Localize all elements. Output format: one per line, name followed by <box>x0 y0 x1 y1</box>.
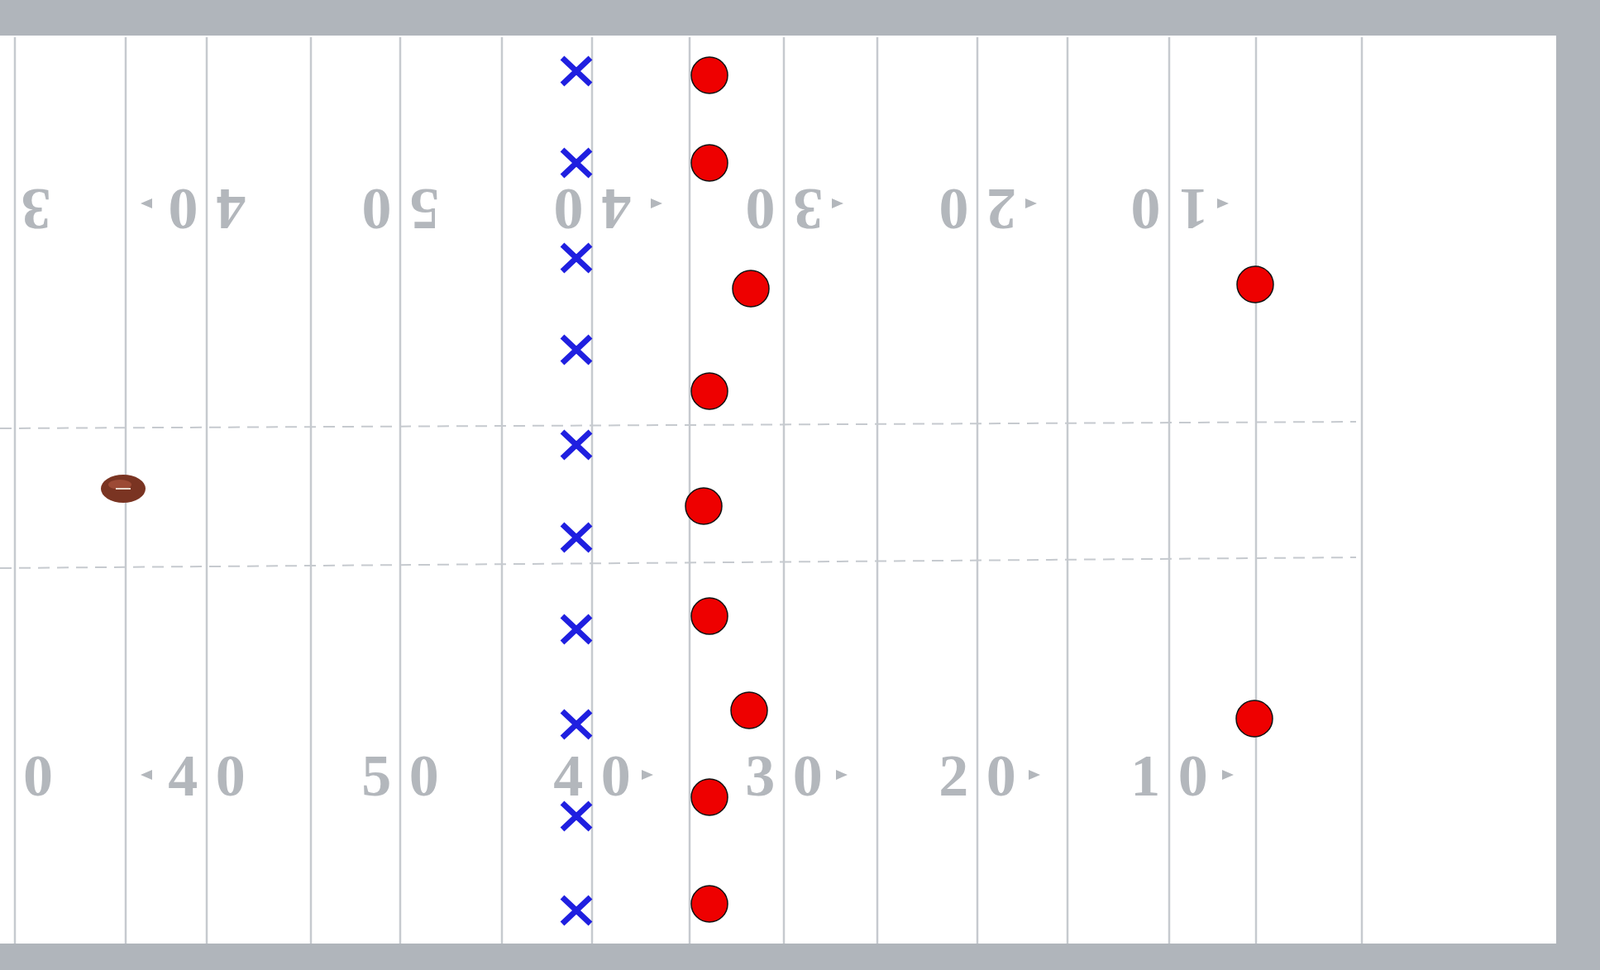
defense-players <box>685 57 1274 922</box>
yard-number: 40 <box>150 745 264 806</box>
yard-number: 20 <box>921 745 1035 806</box>
border-top <box>0 0 1600 36</box>
border-right <box>1556 0 1600 970</box>
yard-number: 10 <box>1112 179 1227 239</box>
yard-number: 20 <box>921 179 1035 239</box>
yard-number: 40 <box>150 179 264 239</box>
yard-number: 0 <box>4 745 71 806</box>
yard-number: 50 <box>343 745 458 806</box>
yard-lines <box>14 37 1362 944</box>
yard-number: 3 <box>3 179 69 239</box>
yard-number: 50 <box>343 179 458 239</box>
yard-number: 40 <box>535 179 650 239</box>
football <box>100 474 146 503</box>
yard-number: 10 <box>1112 745 1227 806</box>
yard-number: 30 <box>727 179 841 239</box>
border-bottom <box>0 943 1600 970</box>
yard-number: 30 <box>727 745 841 806</box>
yard-number: 40 <box>535 745 650 806</box>
hash-lines <box>0 421 1357 569</box>
direction-arrows <box>140 198 1234 780</box>
